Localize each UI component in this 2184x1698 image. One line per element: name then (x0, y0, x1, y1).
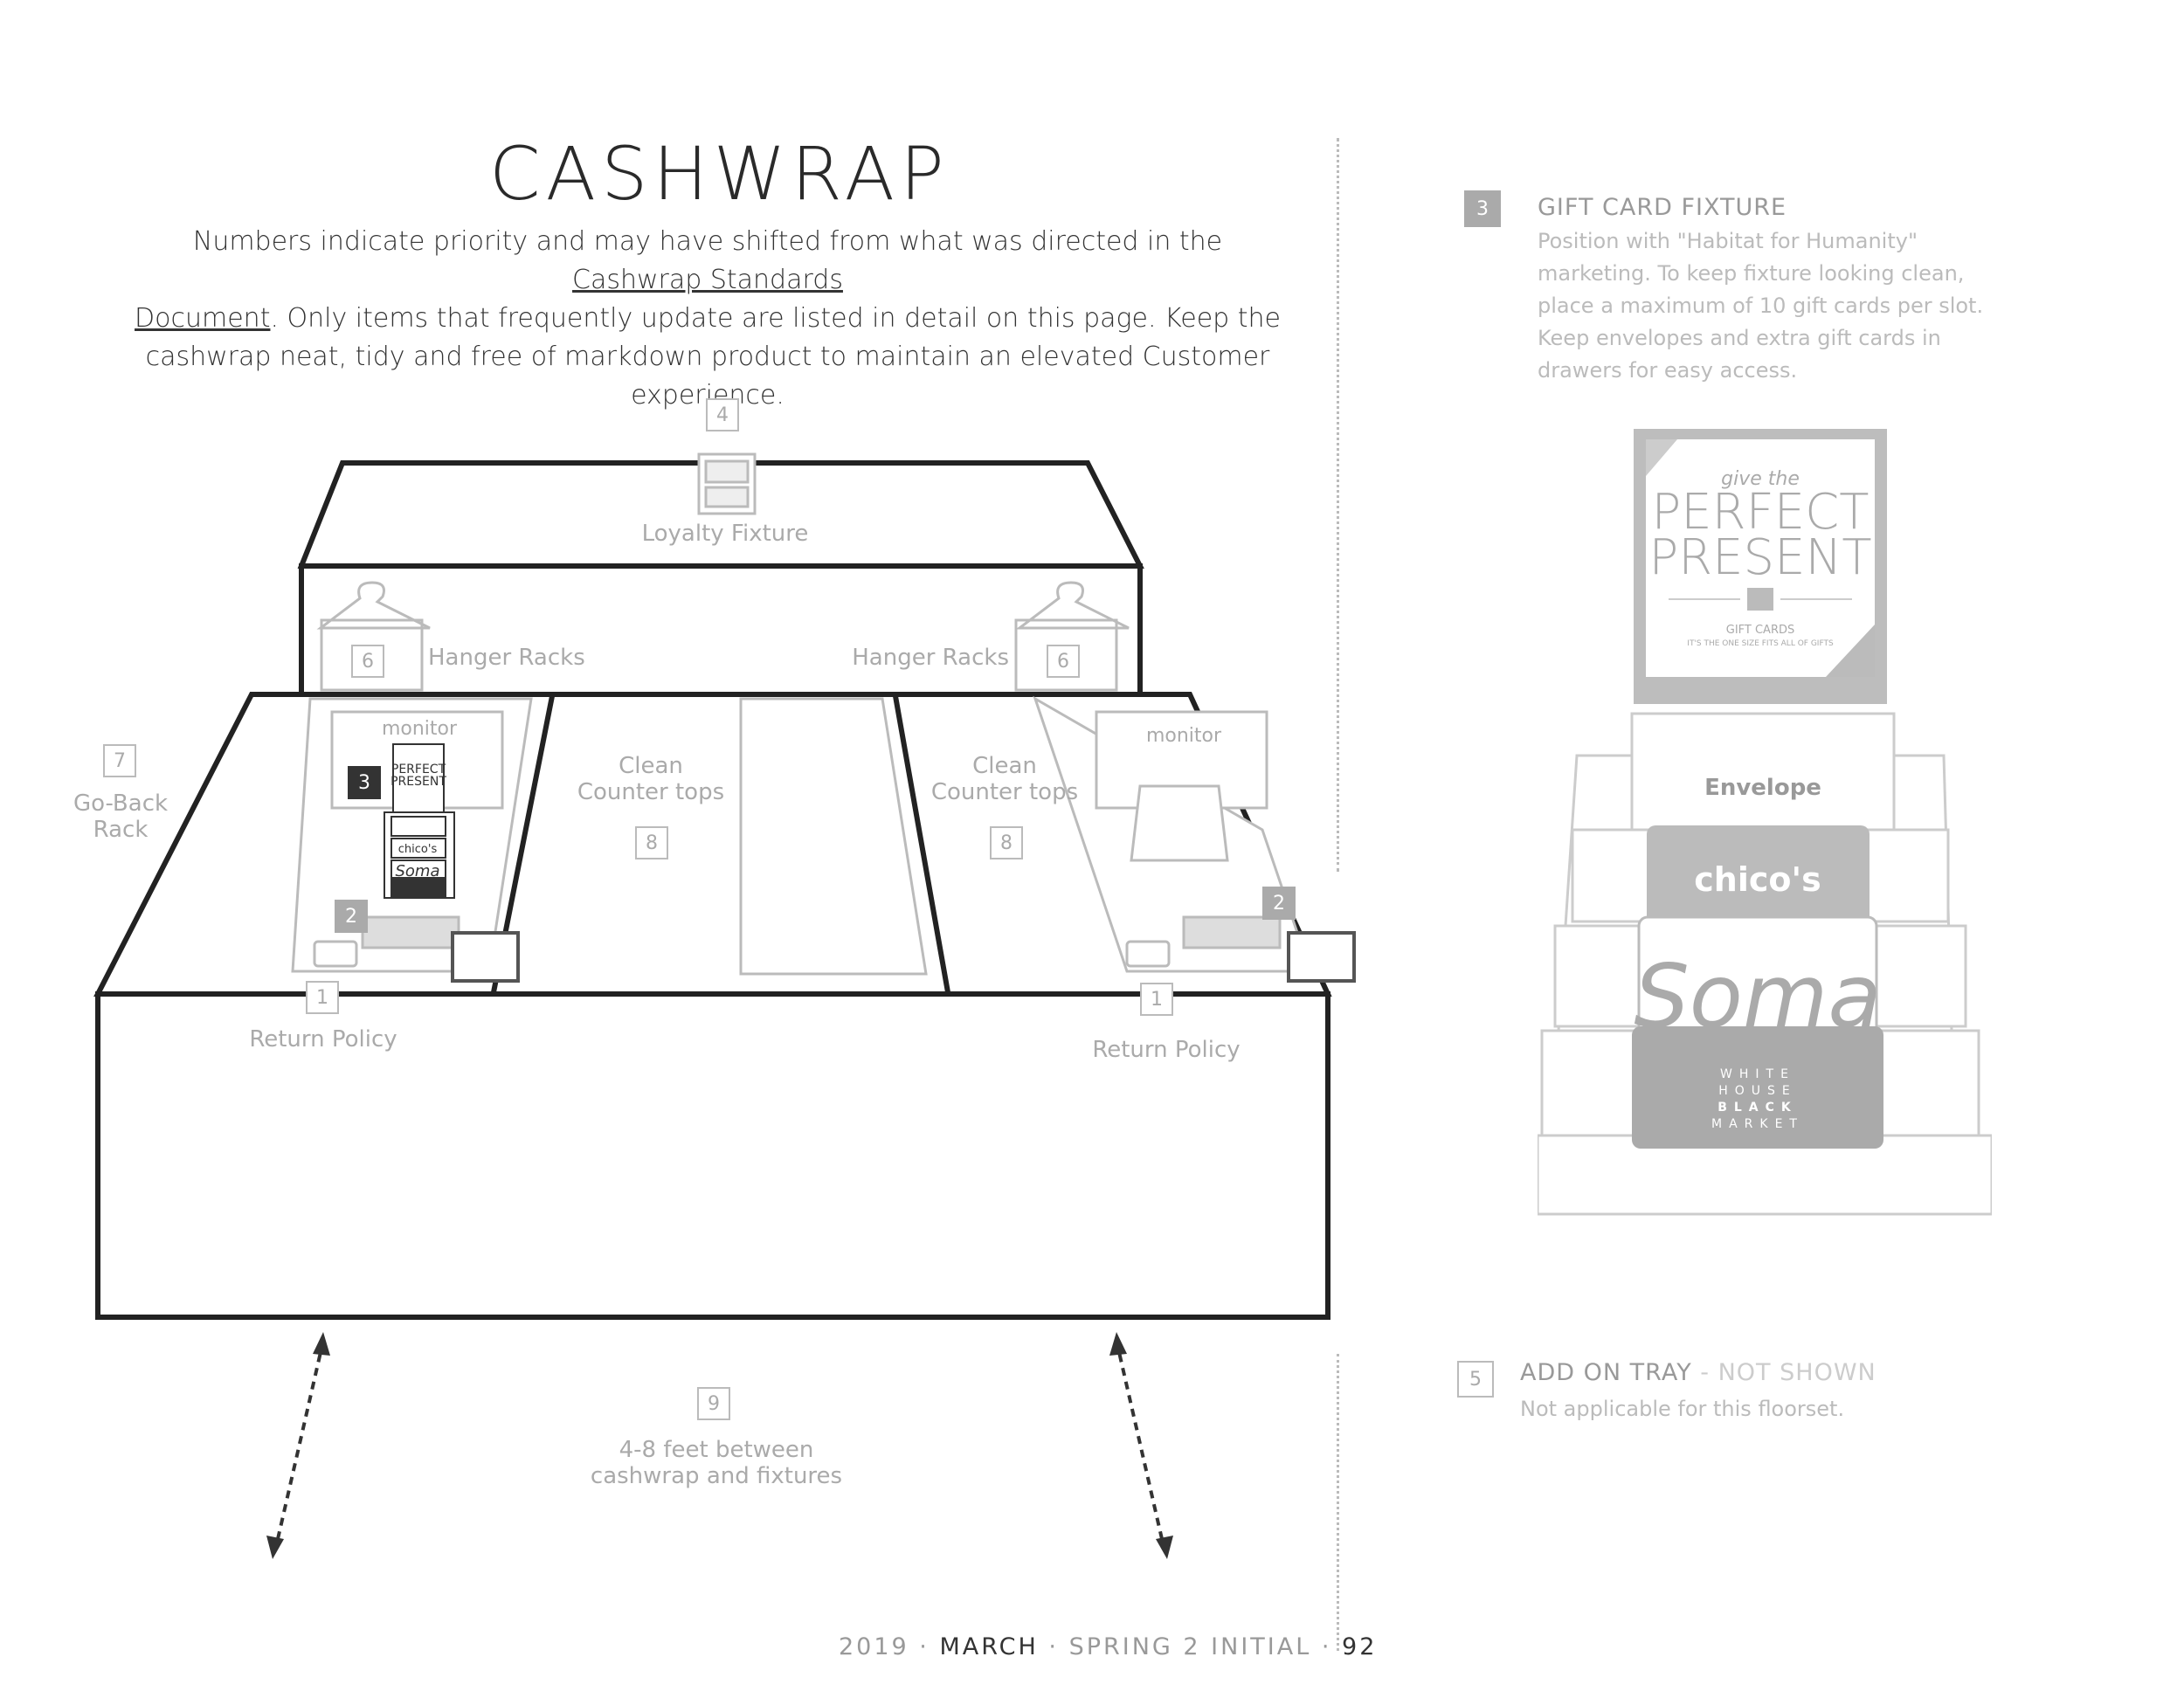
return-left-label: Return Policy (249, 1026, 397, 1053)
cashwrap-standards-link-2[interactable]: Document (135, 303, 271, 334)
arrow-head (313, 1332, 330, 1356)
addon-section-number: 5 (1457, 1361, 1494, 1398)
arrow-head (1156, 1536, 1173, 1559)
sign-line1: PERFECT (1652, 484, 1870, 541)
addon-heading-suffix: - NOT SHOWN (1691, 1359, 1876, 1386)
spacing-arrow-right (1115, 1340, 1166, 1551)
whbm-card (1632, 1026, 1883, 1149)
footer-season: SPRING 2 INITIAL (1068, 1633, 1312, 1660)
giftcard-body-line: place a maximum of 10 gift cards per slo… (1538, 293, 1984, 318)
envelope-label: Envelope (1704, 775, 1821, 801)
cashwrap-standards-link[interactable]: Cashwrap Standards (572, 265, 843, 295)
clean-right-number: 8 (990, 826, 1023, 859)
giftcard-body-line: marketing. To keep fixture looking clean… (1538, 261, 1965, 286)
return-left-number: 1 (306, 981, 339, 1014)
hanger-right-label: Hanger Racks (852, 645, 1009, 671)
spacing-arrow-left (273, 1340, 325, 1551)
hanger-left-label: Hanger Racks (428, 645, 585, 671)
svg-text:Soma: Soma (395, 862, 439, 880)
giftcard-section-number: 3 (1464, 190, 1501, 227)
whbm-line3: BLACK (1717, 1101, 1798, 1115)
intro-text-end: . Only items that frequently update are … (145, 303, 1281, 411)
giftcard-mini-fixture: PERFECT PRESENT chico's Soma (384, 743, 455, 899)
chicos-card-text: chico's (1694, 860, 1821, 899)
return-right-number: 1 (1140, 983, 1173, 1016)
return-right-label: Return Policy (1092, 1037, 1241, 1063)
spacing-line2: cashwrap and fixtures (590, 1463, 843, 1489)
addon-heading-main: ADD ON TRAY (1520, 1359, 1692, 1386)
intro-text-start: Numbers indicate priority and may have s… (192, 226, 1223, 257)
addon-body: Not applicable for this floorset. (1520, 1397, 1845, 1421)
svg-text:chico's: chico's (398, 843, 438, 856)
loyalty-number: 4 (706, 398, 739, 431)
whbm-line2: HOUSE (1718, 1084, 1797, 1098)
clean-right-line2: Counter tops (930, 779, 1079, 805)
footer-year: 2019 (839, 1633, 909, 1660)
clean-left-number: 8 (635, 826, 668, 859)
arrow-head (266, 1536, 284, 1559)
page-footer: 2019 · MARCH · SPRING 2 INITIAL · 92 (839, 1633, 1378, 1660)
back-wall-front (299, 563, 1143, 700)
giftcard-body-line: Position with "Habitat for Humanity" (1538, 229, 1918, 253)
goback-number: 7 (103, 744, 136, 777)
column-divider (1337, 138, 1339, 872)
counter-front-panel (95, 991, 1330, 1320)
whbm-line4: MARKET (1711, 1117, 1804, 1131)
svg-text:PERFECT: PERFECT (391, 763, 446, 777)
intro-paragraph: Numbers indicate priority and may have s… (131, 223, 1284, 415)
svg-text:PRESENT: PRESENT (390, 775, 446, 789)
giftcard-heading: GIFT CARD FIXTURE (1538, 194, 1787, 221)
clean-left-line1: Clean (619, 753, 683, 779)
cashwrap-diagram: PERFECT PRESENT chico's Soma (93, 452, 1356, 1559)
goback-label: Go-Back Rack (59, 790, 182, 843)
clean-right-label: Clean Counter tops (913, 753, 1096, 805)
clean-right-line1: Clean (972, 753, 1037, 779)
goback-label-line2: Rack (93, 817, 149, 843)
whbm-line1: WHITE (1720, 1067, 1795, 1081)
goback-label-line1: Go-Back (73, 790, 169, 817)
giftcard-body-line: Keep envelopes and extra gift cards in (1538, 326, 1941, 350)
monitor-right-label: monitor (1145, 725, 1222, 747)
hanger-right-number: 6 (1047, 645, 1080, 678)
addon-left-number: 2 (335, 900, 368, 933)
footer-month: MARCH (939, 1633, 1039, 1660)
column-divider-lower (1337, 1354, 1339, 1651)
spacing-number: 9 (697, 1387, 730, 1420)
addon-heading: ADD ON TRAY - NOT SHOWN (1520, 1359, 1876, 1386)
loyalty-fixture-drawing (697, 452, 757, 515)
sign-line2: PRESENT (1648, 529, 1871, 586)
giftcard-body: Position with "Habitat for Humanity" mar… (1538, 225, 2027, 387)
monitor-left-label: monitor (381, 718, 458, 740)
footer-page-number: 92 (1342, 1633, 1378, 1660)
giftcard-fixture-drawing: give the PERFECT PRESENT GIFT CARDS IT'S… (1538, 429, 1992, 1216)
spacing-label: 4-8 feet between cashwrap and fixtures (559, 1437, 874, 1489)
giftcard-diagram-number: 3 (348, 766, 381, 799)
page-title: CASHWRAP (489, 131, 950, 217)
giftcard-body-line: drawers for easy access. (1538, 358, 1798, 383)
hanger-left-number: 6 (351, 645, 384, 678)
counter-mat (739, 697, 928, 976)
arrow-head (1109, 1332, 1127, 1356)
sign-small: GIFT CARDS (1726, 624, 1795, 637)
spacing-line1: 4-8 feet between (619, 1437, 814, 1463)
register-right (1033, 695, 1356, 983)
clean-left-line2: Counter tops (577, 779, 725, 805)
clean-left-label: Clean Counter tops (559, 753, 743, 805)
addon-right-number: 2 (1262, 887, 1296, 920)
sign-script: give the (1721, 468, 1800, 490)
sign-tag: IT'S THE ONE SIZE FITS ALL OF GIFTS (1687, 639, 1834, 648)
loyalty-label: Loyalty Fixture (641, 521, 809, 547)
